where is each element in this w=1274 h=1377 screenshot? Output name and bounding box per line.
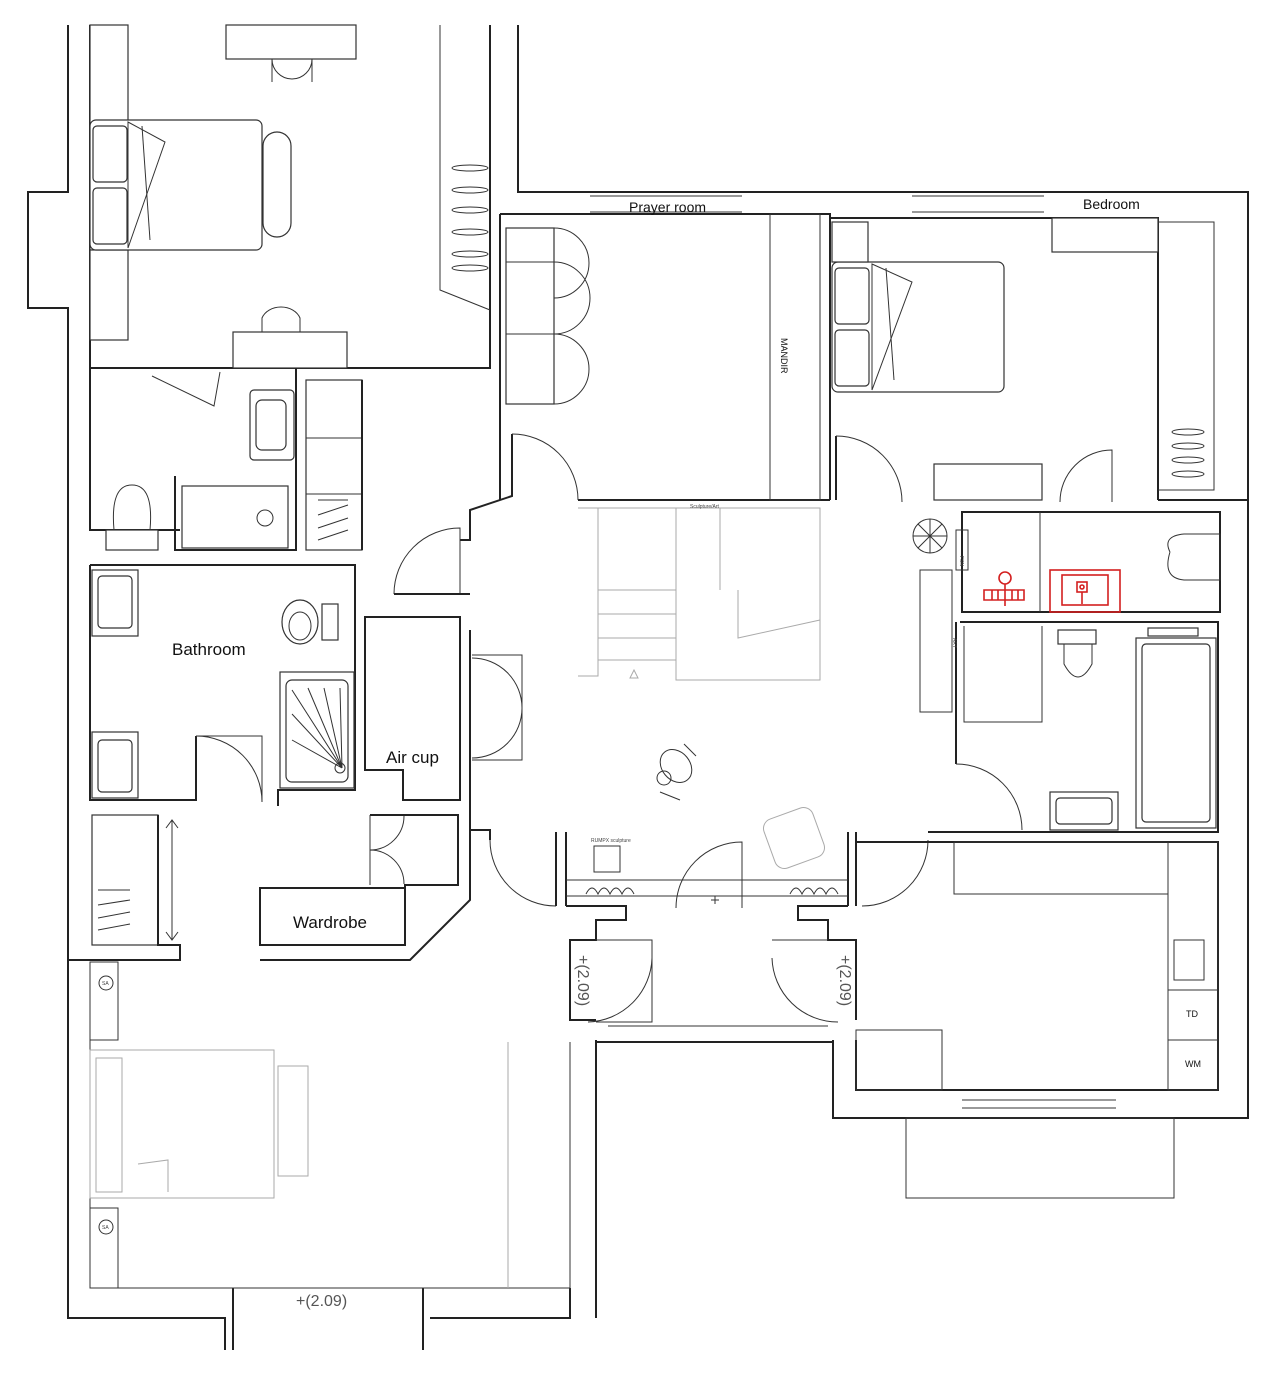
plant-icon xyxy=(912,518,948,554)
wardrobe-label: Wardrobe xyxy=(293,913,367,932)
bottom-left-bedroom xyxy=(89,961,571,1289)
mandir-label: MANDIR xyxy=(779,338,789,374)
level-entrance-left: +(2.09) xyxy=(574,955,591,1006)
bathroom-label: Bathroom xyxy=(172,640,246,659)
bedroom-label: Bedroom xyxy=(1083,196,1140,212)
right-services xyxy=(912,511,1221,833)
entrance xyxy=(470,829,956,1027)
ensuite xyxy=(89,368,363,551)
side-art-label: ART xyxy=(951,638,957,648)
kitchen xyxy=(855,841,1219,1199)
washing-machine-label: WM xyxy=(1185,1059,1201,1069)
right-bedroom xyxy=(830,195,1248,503)
person-figure xyxy=(656,743,697,801)
sculpture-plinth-label: RUMPX sculpture xyxy=(591,838,631,844)
top-left-bedroom xyxy=(89,24,491,369)
level-entrance-right: +(2.09) xyxy=(836,955,853,1006)
level-bottom: +(2.09) xyxy=(296,1293,347,1310)
armchair xyxy=(762,806,826,870)
smoke-alarm-label-1: SA xyxy=(102,981,109,987)
red-fixture-right xyxy=(1049,569,1121,613)
tumble-dryer-label: TD xyxy=(1186,1009,1198,1019)
bathroom xyxy=(89,564,461,806)
side-table-label: FSN xyxy=(958,556,964,566)
sculpture-art-label: Sculpture/Art xyxy=(690,504,720,510)
central-hall xyxy=(393,433,826,870)
air-cup-label: Air cup xyxy=(386,748,439,767)
prayer-room xyxy=(499,195,831,501)
smoke-alarm-label-2: SA xyxy=(102,1225,109,1231)
wardrobe-area xyxy=(68,630,471,961)
prayer-room-label: Prayer room xyxy=(629,199,706,215)
red-fixture-left xyxy=(983,571,1025,606)
